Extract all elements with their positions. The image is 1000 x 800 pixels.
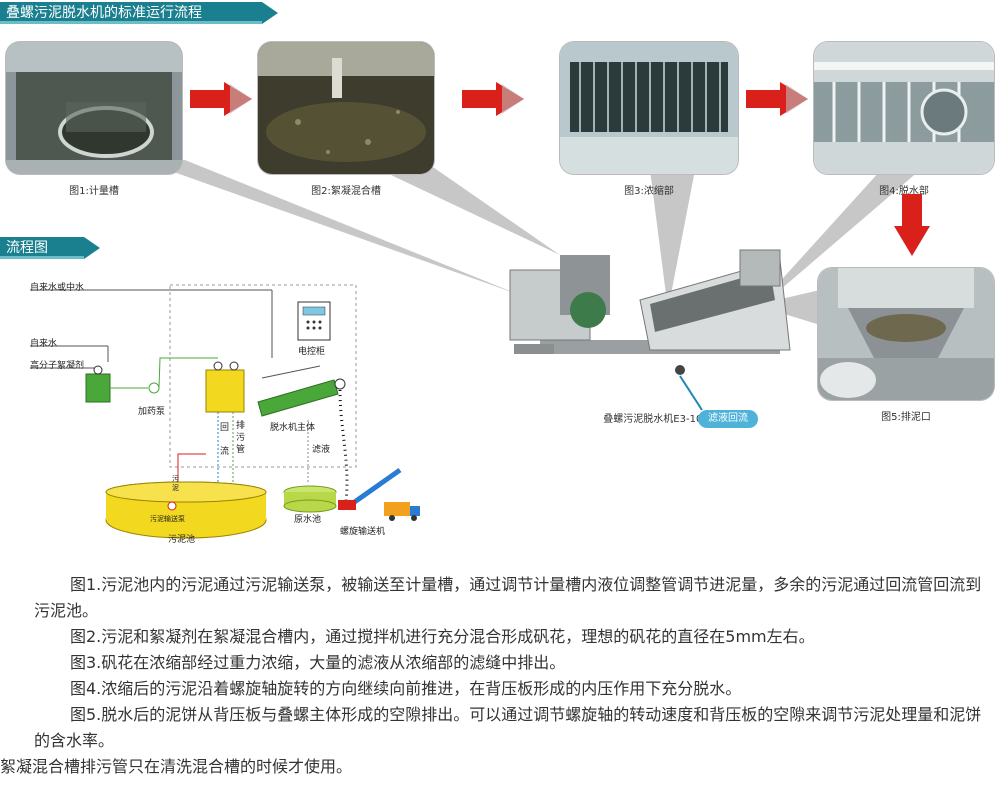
- description-5: 图5.脱水后的泥饼从背压板与叠螺主体形成的空隙排出。可以通过调节螺旋轴的转动速度…: [34, 705, 982, 750]
- label-return-1: 回: [220, 423, 230, 433]
- label-polymer: 高分子絮凝剂: [30, 361, 85, 371]
- arrow-right-2: [462, 82, 524, 116]
- description-4: 图4.浓缩后的污泥沿着螺旋轴旋转的方向继续向前推进，在背压板形成的内压作用下充分…: [70, 679, 742, 698]
- label-sludge-tank: 污泥池: [168, 535, 196, 545]
- caption-fig2: 图2:絮凝混合槽: [311, 186, 381, 197]
- label-drain-1: 排: [236, 421, 246, 431]
- process-flow-diagram: [30, 284, 420, 539]
- label-sludge-1: 污: [172, 475, 179, 483]
- machine-body-icon: [257, 379, 339, 417]
- caption-fig4: 图4:脱水部: [879, 186, 929, 197]
- section-title: 流程图: [6, 240, 48, 256]
- label-drain-2: 污: [236, 433, 246, 443]
- screw-press-machine: [509, 249, 791, 375]
- arrow-right-1: [190, 82, 252, 116]
- caption-fig3: 图3:浓缩部: [624, 186, 674, 197]
- filtrate-callout-label: 滤液回流: [708, 413, 748, 424]
- description-3: 图3.矾花在浓缩部经过重力浓缩，大量的滤液从浓缩部的滤缝中排出。: [70, 653, 566, 672]
- label-sludge-pump: 污泥输送泵: [150, 515, 185, 523]
- wedge-fig5: [755, 290, 820, 325]
- callout-wedges: [140, 160, 920, 325]
- description-6: 絮凝混合槽排污管只在清洗混合槽的时候才使用。: [0, 757, 353, 776]
- machine-label: 叠螺污泥脱水机E3-101: [603, 414, 709, 425]
- photo-metering-tank: [6, 42, 182, 174]
- equipment-boundary: [169, 284, 357, 468]
- photo-dewatering-section: [814, 42, 994, 174]
- photo-flocculation-tank: [258, 42, 434, 174]
- wedge-fig4: [745, 160, 920, 320]
- label-dosing-pump: 加药泵: [138, 407, 166, 417]
- caption-fig5: 图5:排泥口: [881, 412, 931, 423]
- wedge-fig3: [650, 170, 695, 310]
- photo-sludge-outlet: [818, 268, 994, 400]
- label-drain-3: 管: [236, 445, 246, 455]
- label-sludge-2: 泥: [172, 484, 179, 492]
- truck-icon: [384, 502, 420, 521]
- label-filtrate: 滤液: [312, 445, 331, 455]
- dosing-pump-icon: [148, 382, 160, 394]
- filtrate-callout-pointer: [679, 375, 703, 411]
- section-banner: 流程图: [0, 237, 100, 259]
- label-machine-body: 脱水机主体: [270, 423, 316, 433]
- wedge-fig2: [370, 165, 560, 255]
- caption-fig1: 图1:计量槽: [69, 186, 119, 197]
- description-1: 图1.污泥池内的污泥通过污泥输送泵，被输送至计量槽，通过调节计量槽内液位调整管调…: [34, 575, 982, 620]
- filtrate-callout: 滤液回流: [698, 410, 758, 428]
- title-banner: 叠螺污泥脱水机的标准运行流程: [0, 2, 278, 24]
- polymer-tank: [85, 373, 111, 403]
- label-raw-water-tank: 原水池: [294, 515, 322, 525]
- description-2: 图2.污泥和絮凝剂在絮凝混合槽内，通过搅拌机进行充分混合形成矾花，理想的矾花的直…: [70, 627, 815, 646]
- label-return-2: 流: [220, 447, 230, 457]
- arrow-right-3: [746, 82, 808, 116]
- flocculation-tank-icon: [205, 369, 245, 413]
- descriptions: 图1.污泥池内的污泥通过污泥输送泵，被输送至计量槽，通过调节计量槽内液位调整管调…: [0, 572, 984, 780]
- arrow-down: [894, 194, 930, 256]
- label-tap-water: 自来水: [30, 339, 58, 349]
- wedge-fig1: [140, 160, 520, 295]
- label-screw-conveyor: 螺旋输送机: [340, 527, 386, 537]
- label-tap-or-recycled-water: 自来水或中水: [30, 283, 85, 293]
- photo-thickening-section: [560, 42, 738, 174]
- page-title: 叠螺污泥脱水机的标准运行流程: [6, 5, 202, 21]
- label-control-cabinet: 电控柜: [298, 347, 326, 357]
